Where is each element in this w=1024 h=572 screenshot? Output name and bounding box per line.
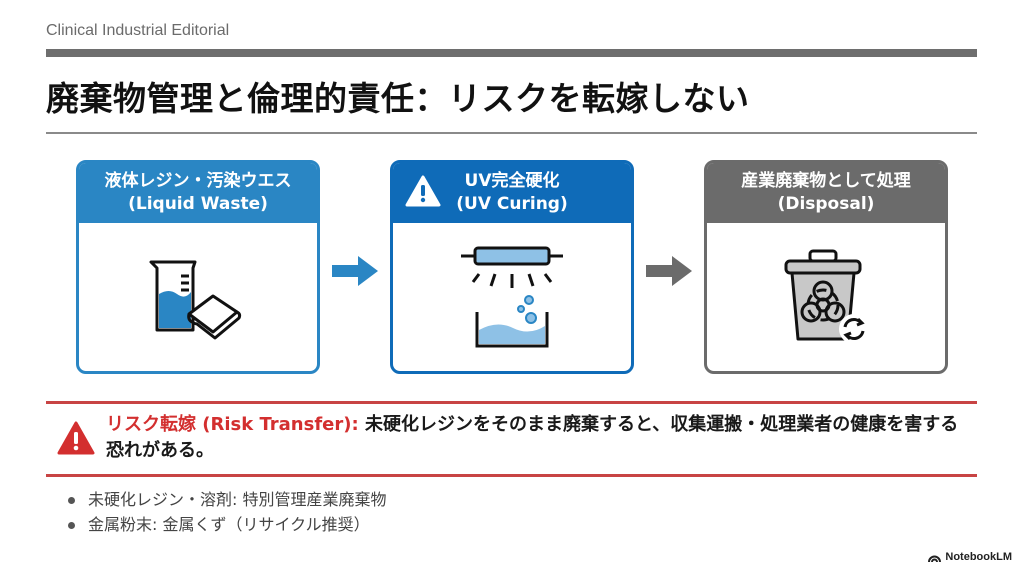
flow-arrow-2 (646, 256, 692, 286)
risk-divider-bottom (46, 474, 977, 477)
warning-icon (57, 421, 95, 455)
step-header: 液体レジン・汚染ウエス (Liquid Waste) (79, 163, 317, 223)
risk-callout: リスク転嫁 (Risk Transfer): 未硬化レジンをそのまま廃棄すると、… (106, 412, 966, 464)
header-bar (46, 49, 977, 57)
step-title-ja: 産業廃棄物として処理 (741, 171, 911, 191)
flow-step-liquid-waste: 液体レジン・汚染ウエス (Liquid Waste) (76, 160, 320, 374)
uv-lamp-curing-icon (461, 246, 563, 348)
step-title-en: (UV Curing) (456, 194, 568, 214)
title-divider (46, 132, 977, 134)
flow-step-uv-curing: UV完全硬化 (UV Curing) (390, 160, 634, 374)
brand-watermark: NotebookLM (928, 551, 1012, 563)
notebooklm-logo-icon (928, 555, 942, 562)
risk-label: リスク転嫁 (Risk Transfer): (106, 414, 359, 435)
warning-icon (405, 175, 441, 207)
step-title-en: (Liquid Waste) (128, 194, 268, 214)
beaker-and-rag-icon (149, 260, 242, 340)
step-header: UV完全硬化 (UV Curing) (393, 163, 631, 223)
biohazard-bin-icon (784, 249, 869, 344)
biohazard-symbol-icon (800, 280, 846, 323)
list-item: 未硬化レジン・溶剤: 特別管理産業廃棄物 (66, 487, 386, 512)
flow-step-disposal: 産業廃棄物として処理 (Disposal) (704, 160, 948, 374)
recycle-icon (843, 317, 865, 341)
page-title: 廃棄物管理と倫理的責任：リスクを転嫁しない (46, 79, 750, 118)
flow-arrow-1 (332, 256, 378, 286)
step-title-ja: 液体レジン・汚染ウエス (104, 171, 292, 191)
risk-description: 未硬化レジンをそのまま廃棄すると、収集運搬・処理業者の健康を害する恐れがある。 (106, 414, 959, 461)
disposal-category-list: 未硬化レジン・溶剤: 特別管理産業廃棄物 金属粉末: 金属くず（リサイクル推奨） (66, 487, 386, 537)
risk-divider-top (46, 401, 977, 404)
step-title-ja: UV完全硬化 (464, 171, 560, 191)
brand-name: NotebookLM (945, 551, 1012, 563)
step-header: 産業廃棄物として処理 (Disposal) (707, 163, 945, 223)
step-title-en: (Disposal) (777, 194, 875, 214)
kicker-text: Clinical Industrial Editorial (46, 22, 230, 39)
list-item: 金属粉末: 金属くず（リサイクル推奨） (66, 512, 386, 537)
